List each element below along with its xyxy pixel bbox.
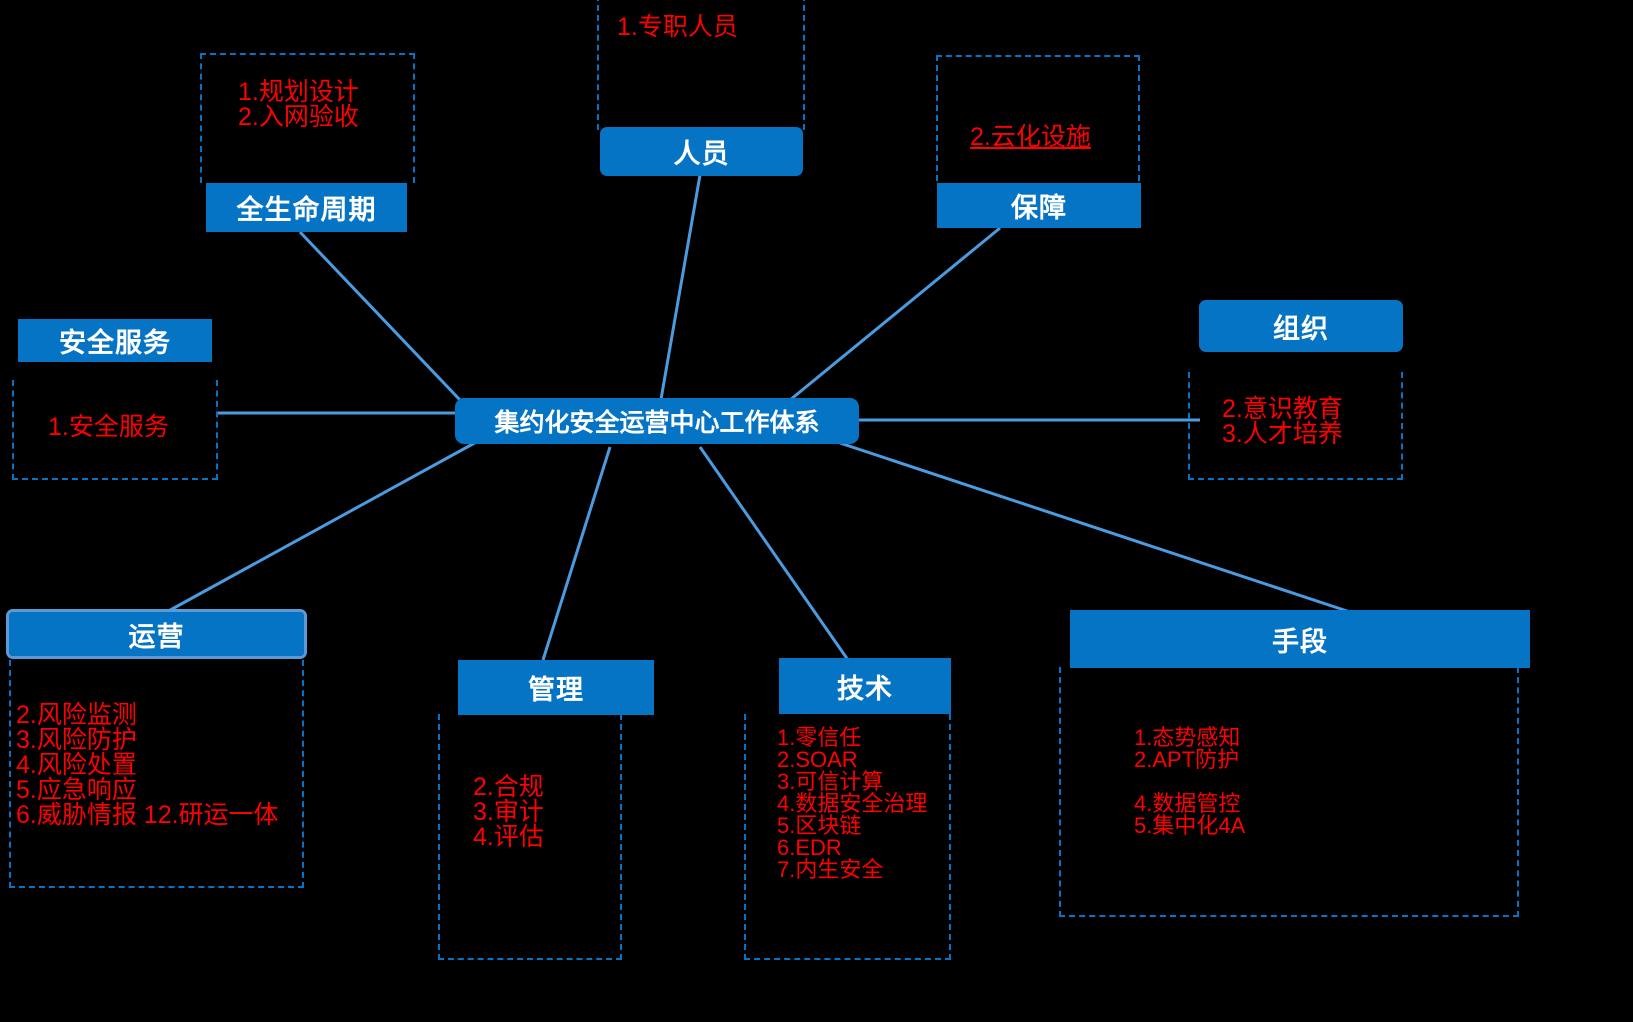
personnel-header[interactable]: 人员 xyxy=(600,127,803,176)
technology-label: 技术 xyxy=(837,673,893,704)
technology-items: 1.零信任 2.SOAR 3.可信计算 4.数据安全治理 5.区块链 6.EDR… xyxy=(777,725,928,882)
link-center-assurance xyxy=(789,226,1001,402)
security-service-label: 安全服务 xyxy=(59,328,171,358)
management-items: 2.合规 3.审计 4.评估 xyxy=(473,773,544,851)
organization-items: 2.意识教育 3.人才培养 xyxy=(1222,395,1343,448)
link-center-lifecycle xyxy=(298,230,462,402)
technology-body-panel xyxy=(744,714,951,960)
management-body-panel xyxy=(438,714,622,960)
means-items: 1.态势感知 2.APT防护 4.数据管控 5.集中化4A xyxy=(1134,725,1246,838)
personnel-body-panel xyxy=(597,0,805,130)
link-center-management xyxy=(541,446,612,661)
lifecycle-items: 1.规划设计 2.入网验收 xyxy=(238,78,359,131)
technology-header[interactable]: 技术 xyxy=(779,658,951,714)
organization-label: 组织 xyxy=(1273,313,1329,344)
link-center-personnel xyxy=(658,174,702,406)
management-label: 管理 xyxy=(528,675,584,705)
personnel-label: 人员 xyxy=(673,139,730,169)
security-service-header[interactable]: 安全服务 xyxy=(18,319,212,362)
operations-body-panel xyxy=(9,660,304,888)
operations-label: 运营 xyxy=(128,621,185,652)
central-node[interactable]: 集约化安全运营中心工作体系 xyxy=(455,398,859,444)
means-body-panel xyxy=(1059,667,1519,917)
link-center-technology xyxy=(698,446,850,661)
lifecycle-label: 全生命周期 xyxy=(236,195,377,225)
assurance-items: 2.云化设施 xyxy=(970,123,1091,151)
means-item-blank xyxy=(1134,771,1245,793)
security-service-body-panel xyxy=(12,380,218,480)
assurance-label: 保障 xyxy=(1011,193,1067,223)
assurance-header[interactable]: 保障 xyxy=(937,183,1141,228)
lifecycle-body-panel xyxy=(200,53,415,183)
operations-items: 2.风险监测 3.风险防护 4.风险处置 5.应急响应 6.威胁情报 12.研运… xyxy=(16,701,279,829)
operations-header[interactable]: 运营 xyxy=(6,609,307,659)
organization-header[interactable]: 组织 xyxy=(1199,300,1403,352)
assurance-body-panel xyxy=(936,55,1140,181)
personnel-items: 1.专职人员 xyxy=(617,13,738,41)
organization-body-panel xyxy=(1188,372,1403,480)
lifecycle-header[interactable]: 全生命周期 xyxy=(206,183,407,232)
central-node-label: 集约化安全运营中心工作体系 xyxy=(494,409,820,437)
management-header[interactable]: 管理 xyxy=(458,660,654,715)
means-label: 手段 xyxy=(1272,626,1328,657)
security-service-items: 1.安全服务 xyxy=(48,413,169,441)
means-header[interactable]: 手段 xyxy=(1070,610,1530,668)
